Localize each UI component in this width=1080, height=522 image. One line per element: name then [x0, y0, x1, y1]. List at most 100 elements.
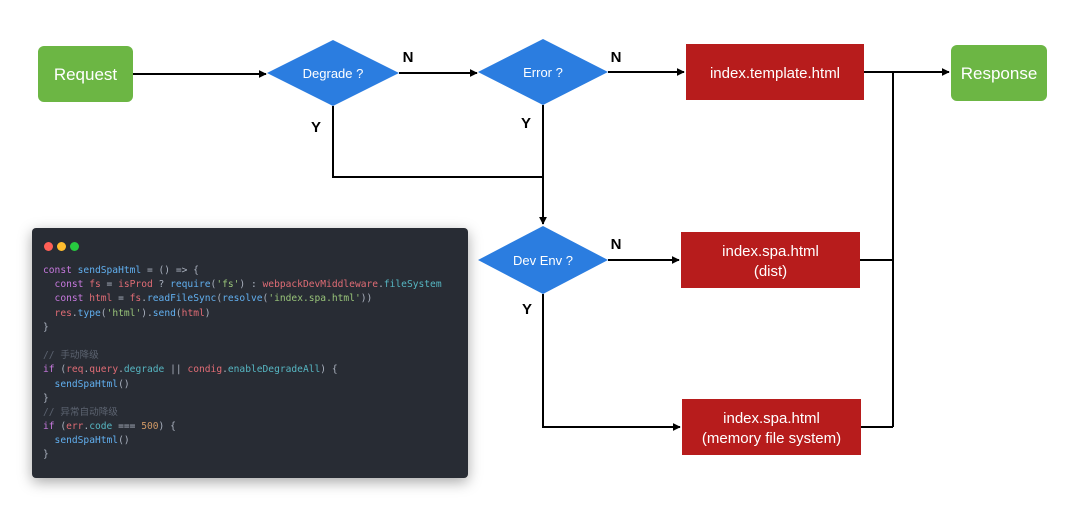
code-token: . [378, 279, 384, 291]
node-spa-dist-label-line2: (dist) [754, 263, 787, 280]
edge-dev-env-yes-to-spa-memory [542, 294, 681, 431]
code-token: fs [89, 279, 101, 291]
code-token: const [43, 279, 90, 291]
edge-label-dev-env-no: N [611, 236, 622, 253]
code-token: === [112, 421, 142, 433]
node-error-shape [478, 39, 608, 105]
code-line: const sendSpaHtml = () => { [43, 264, 462, 278]
code-token: type [77, 307, 101, 319]
code-token: err [66, 421, 84, 433]
code-line: } [43, 448, 462, 462]
code-line: sendSpaHtml() [43, 434, 462, 448]
code-token: require [170, 279, 211, 291]
node-template: index.template.html [686, 44, 864, 100]
code-token: const [43, 265, 78, 276]
code-token: code [89, 421, 113, 433]
code-token: . [118, 364, 124, 376]
code-line: // 异常自动降级 [43, 406, 462, 420]
code-token: resolve [222, 293, 263, 305]
edge-label-degrade-yes: Y [311, 119, 321, 136]
code-token: || [164, 364, 188, 376]
code-token: ( [60, 421, 67, 433]
code-token: } [43, 321, 49, 333]
code-token: fs [129, 293, 142, 305]
code-token: html [89, 293, 113, 305]
code-token: if [43, 421, 61, 433]
code-token: ). [141, 307, 153, 319]
code-token: ? [152, 279, 171, 291]
code-line [43, 335, 462, 349]
code-token: = [100, 279, 119, 291]
node-request: Request [38, 46, 133, 102]
node-spa-memory: index.spa.html (memory file system) [682, 399, 861, 455]
edge-label-error-yes: Y [521, 115, 531, 132]
code-token: () [118, 378, 130, 390]
code-line: const fs = isProd ? require('fs') : webp… [43, 278, 462, 292]
node-degrade-label: Degrade ? [303, 66, 364, 81]
code-token: 500 [141, 421, 159, 433]
code-token: req [66, 364, 84, 376]
edge-label-degrade-no: N [403, 49, 414, 66]
edge-degrade-yes-to-dev-env [332, 106, 543, 178]
code-line: } [43, 392, 462, 406]
code-token: } [43, 449, 49, 461]
code-token: const [43, 293, 90, 305]
code-token: webpackDevMiddleware [262, 279, 379, 291]
code-token: ( [216, 293, 223, 305]
code-token: ) [204, 307, 211, 319]
node-dev-env-shape [478, 226, 608, 294]
node-request-label: Request [54, 65, 118, 84]
node-degrade: Degrade ? [267, 40, 399, 106]
code-token: . [83, 421, 90, 433]
code-token: isProd [118, 279, 153, 291]
code-line: if (err.code === 500) { [43, 420, 462, 434]
code-token: () [118, 435, 130, 447]
node-spa-dist-label-line1: index.spa.html [722, 243, 819, 260]
code-token: fileSystem [383, 279, 442, 291]
code-token: . [71, 307, 78, 319]
code-token: send [152, 307, 176, 319]
node-response-shape [951, 45, 1047, 101]
code-block: const sendSpaHtml = () => { const fs = i… [43, 264, 462, 463]
code-token: ( [60, 364, 67, 376]
window-maximize-dot-icon [70, 242, 79, 251]
node-template-label: index.template.html [710, 65, 840, 82]
node-spa-dist: index.spa.html (dist) [681, 232, 860, 288]
code-token: query [89, 364, 119, 376]
code-line: const html = fs.readFileSync(resolve('in… [43, 292, 462, 306]
code-token: enableDegradeAll [227, 364, 321, 376]
code-token: ( [100, 307, 107, 319]
node-spa-memory-label-line1: index.spa.html [723, 410, 820, 427]
code-token: if [43, 364, 61, 376]
code-token: . [222, 364, 228, 376]
code-token: ) { [158, 421, 176, 433]
code-token: ( [175, 307, 182, 319]
edge-labels: N Y N Y N Y [311, 49, 621, 318]
node-response-label: Response [961, 64, 1038, 83]
code-token: degrade [123, 364, 165, 376]
code-token: = () => { [141, 265, 199, 276]
code-token: . [141, 293, 147, 305]
node-template-shape [686, 44, 864, 100]
code-token: ) { [320, 364, 338, 376]
code-line: if (req.query.degrade || condig.enableDe… [43, 363, 462, 377]
code-line: // 手动降级 [43, 349, 462, 363]
code-token: sendSpaHtml [77, 265, 142, 276]
node-error-label: Error ? [523, 65, 563, 80]
code-token: ( [210, 279, 217, 291]
code-token: . [83, 364, 90, 376]
code-line: sendSpaHtml() [43, 378, 462, 392]
edge-label-error-no: N [611, 49, 622, 66]
code-token: res [43, 307, 72, 319]
window-minimize-dot-icon [57, 242, 66, 251]
code-token: // 手动降级 [43, 350, 99, 362]
node-response: Response [951, 45, 1047, 101]
node-degrade-shape [267, 40, 399, 106]
node-request-shape [38, 46, 133, 102]
code-token: html [181, 307, 205, 319]
code-token: ( [262, 293, 269, 305]
code-token: 'index.spa.html' [268, 293, 361, 305]
code-line: } [43, 321, 462, 335]
code-snippet-window: const sendSpaHtml = () => { const fs = i… [32, 228, 468, 478]
